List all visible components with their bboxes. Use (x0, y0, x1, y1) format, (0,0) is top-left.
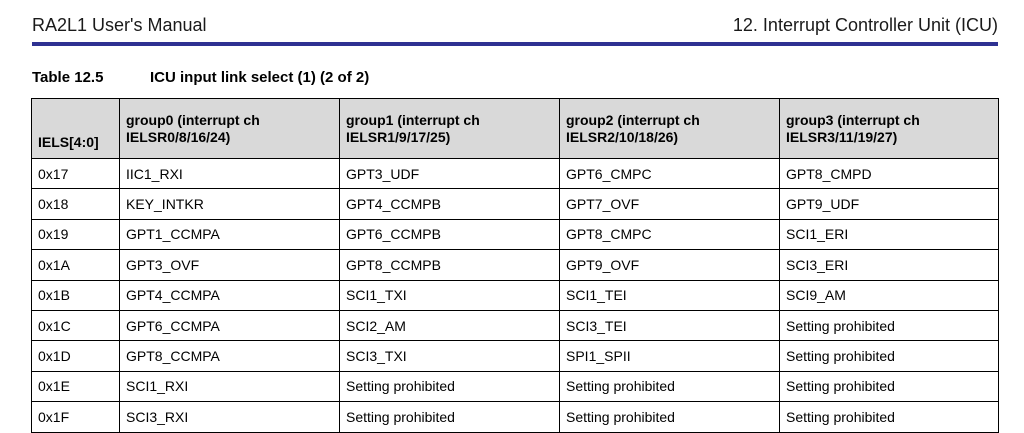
event-cell-group2: GPT8_CMPC (559, 218, 780, 251)
event-cell-group0: SCI1_RXI (119, 370, 340, 403)
chapter-title: 12. Interrupt Controller Unit (ICU) (732, 15, 998, 35)
event-cell-group3: Setting prohibited (779, 370, 999, 403)
event-cell-group1: GPT8_CCMPB (339, 249, 560, 281)
event-cell-group3: SCI3_ERI (779, 249, 999, 281)
iels-value-cell: 0x1A (31, 249, 120, 281)
column-header-line: group2 (interrupt ch (566, 111, 700, 128)
event-cell-group0: GPT8_CCMPA (119, 340, 340, 372)
event-cell-group0: KEY_INTKR (119, 188, 340, 220)
event-cell-group3: Setting prohibited (779, 309, 999, 342)
iels-value-cell: 0x1F (31, 401, 120, 433)
event-cell-group2: SCI3_TEI (559, 309, 780, 342)
event-cell-group2: Setting prohibited (559, 370, 780, 403)
event-cell-group2: SPI1_SPII (559, 340, 780, 372)
event-cell-group3: GPT8_CMPD (779, 157, 999, 190)
event-cell-group1: GPT6_CCMPB (339, 218, 560, 251)
event-cell-group3: SCI9_AM (779, 279, 999, 311)
iels-value-cell: 0x1C (31, 309, 120, 342)
event-cell-group2: SCI1_TEI (559, 279, 780, 311)
iels-value-cell: 0x1E (31, 370, 120, 403)
iels-value-cell: 0x17 (31, 157, 120, 190)
event-cell-group0: GPT3_OVF (119, 249, 340, 281)
column-header-line: IELSR0/8/16/24) (126, 128, 231, 145)
event-cell-group2: GPT7_OVF (559, 188, 780, 220)
table-caption: Table 12.5 ICU input link select (1) (2 o… (32, 69, 369, 86)
page-header: RA2L1 User's Manual 12. Interrupt Contro… (32, 12, 998, 40)
event-cell-group1: SCI3_TXI (339, 340, 560, 372)
event-cell-group3: SCI1_ERI (779, 218, 999, 251)
event-cell-group3: Setting prohibited (779, 401, 999, 433)
column-header-line: IELSR3/11/19/27) (786, 128, 898, 145)
manual-title: RA2L1 User's Manual (32, 15, 207, 35)
event-cell-group1: GPT3_UDF (339, 157, 560, 190)
event-cell-group2: GPT6_CMPC (559, 157, 780, 190)
event-cell-group1: SCI2_AM (339, 309, 560, 342)
event-cell-group0: GPT6_CCMPA (119, 309, 340, 342)
event-cell-group0: IIC1_RXI (119, 157, 340, 190)
column-header-line: group0 (interrupt ch (126, 111, 260, 128)
iels-value-cell: 0x1D (31, 340, 120, 372)
iels-value-cell: 0x18 (31, 188, 120, 220)
table-title: ICU input link select (1) (2 of 2) (150, 69, 370, 86)
event-cell-group0: GPT1_CCMPA (119, 218, 340, 251)
table-number: Table 12.5 (32, 69, 104, 86)
iels-value-cell: 0x19 (31, 218, 120, 251)
column-header-iels: IELS[4:0] (31, 98, 120, 159)
event-cell-group0: GPT4_CCMPA (119, 279, 340, 311)
column-header-line: group1 (interrupt ch (346, 111, 480, 128)
event-cell-group1: GPT4_CCMPB (339, 188, 560, 220)
column-header-line: IELSR1/9/17/25) (346, 128, 451, 145)
event-cell-group1: Setting prohibited (339, 370, 560, 403)
column-header-line: IELSR2/10/18/26) (566, 128, 679, 145)
event-cell-group2: GPT9_OVF (559, 249, 780, 281)
event-cell-group1: SCI1_TXI (339, 279, 560, 311)
event-cell-group2: Setting prohibited (559, 401, 780, 433)
column-header-line: IELS[4:0] (38, 134, 99, 150)
event-cell-group1: Setting prohibited (339, 401, 560, 433)
iels-value-cell: 0x1B (31, 279, 120, 311)
event-cell-group3: GPT9_UDF (779, 188, 999, 220)
event-cell-group0: SCI3_RXI (119, 401, 340, 433)
column-header-line: group3 (interrupt ch (786, 111, 920, 128)
header-rule (32, 42, 998, 46)
event-cell-group3: Setting prohibited (779, 340, 999, 372)
